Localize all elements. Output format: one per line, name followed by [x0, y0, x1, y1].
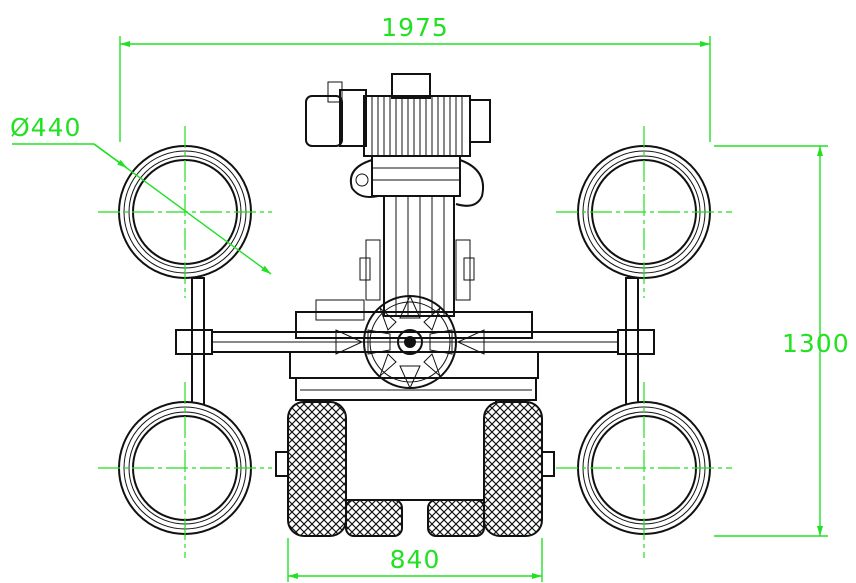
- dimension-overall-length: [714, 145, 828, 537]
- front-left-tire: [287, 401, 347, 537]
- rear-left-tire: [345, 499, 403, 537]
- dimension-cup-diameter: [12, 143, 272, 275]
- front-right-tire: [483, 401, 543, 537]
- dimension-track-width: [287, 538, 543, 582]
- dimensions: [12, 36, 828, 582]
- dimension-label-cup-diameter: Ø440: [10, 113, 81, 142]
- dimension-overall-width: [119, 36, 711, 142]
- dimension-label-track-width: 840: [390, 545, 441, 574]
- motor-assembly: [305, 73, 491, 207]
- mast: [359, 195, 475, 317]
- dimension-label-overall-length: 1300: [782, 329, 850, 358]
- drive-wheels: [275, 401, 555, 537]
- dimension-label-overall-width: 1975: [381, 13, 449, 42]
- machine-body: [175, 73, 655, 537]
- rotation-hub: [335, 294, 485, 390]
- rear-right-tire: [427, 499, 485, 537]
- center-lines: [98, 126, 732, 558]
